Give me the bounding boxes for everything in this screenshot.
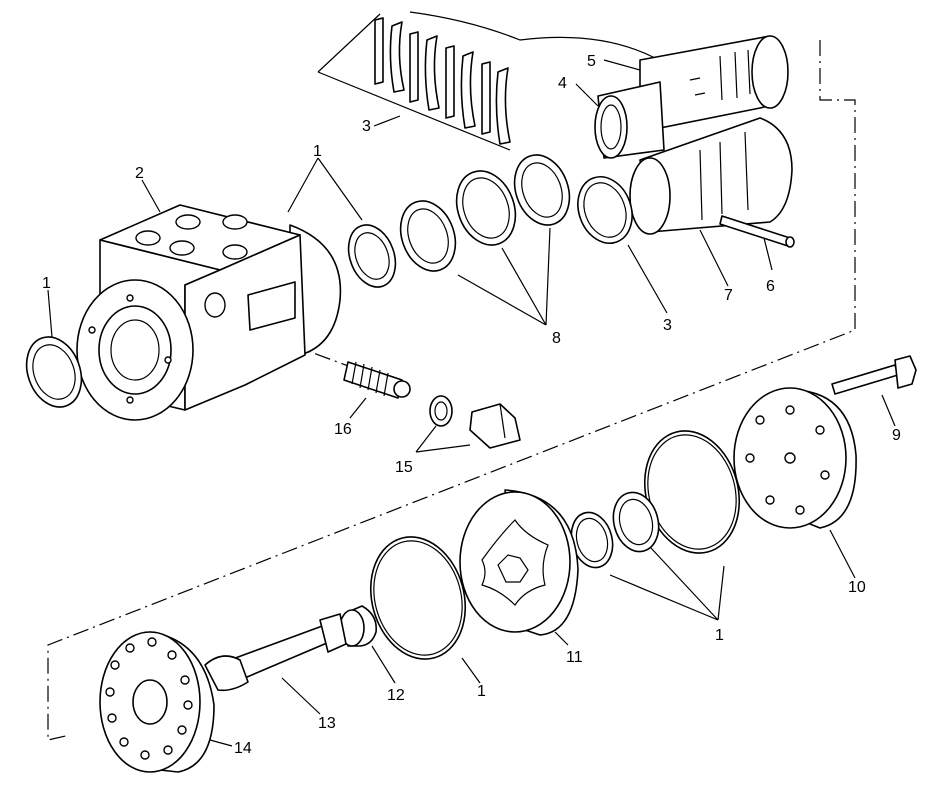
part-3-spring-set [317,11,669,151]
callout-14: 14 [234,740,252,757]
callout-4: 4 [558,75,567,92]
part-16-spring-plug [343,361,411,399]
part-4-sleeve-end [594,81,665,159]
part-13-drive-shaft [204,613,347,692]
port-hole [135,214,248,260]
callout-16: 16 [334,421,352,438]
callout-1-top: 1 [313,143,322,160]
callout-5: 5 [587,53,596,70]
part-11-gerotor [459,489,579,636]
part-10-end-cap [733,387,857,529]
callout-11: 11 [566,649,583,666]
part-1-seal-ring-bottom-right [570,430,741,569]
leader-lines [47,59,896,747]
part-1-seal-ring-mid [369,536,467,660]
part-3-ring [577,176,633,244]
callout-1-bottom-mid: 1 [477,683,486,700]
part-9-bolt [831,355,917,395]
part-5-spool [639,35,789,133]
part-8-bearing-set [399,154,571,272]
callout-13: 13 [318,715,336,732]
part-15-plug-washer [429,395,521,449]
callout-10: 10 [848,579,866,596]
part-7-sleeve [629,117,793,235]
part-14-wear-plate [99,631,215,773]
callout-8: 8 [552,330,561,347]
part-1-seal-ring-top [347,224,397,288]
callout-3-right: 3 [663,317,672,334]
callout-1-bottom-right: 1 [715,627,724,644]
callout-1-left: 1 [42,275,51,292]
part-1-seal-ring-left [25,336,83,408]
part-6-pin [719,215,795,248]
callout-3-top: 3 [362,118,371,135]
callout-9: 9 [892,427,901,444]
callout-2: 2 [135,165,144,182]
callout-7: 7 [724,287,733,304]
spring-leaf [374,17,511,145]
callout-labels: 1 1 2 3 4 5 3 7 6 8 9 10 11 1 1 12 13 14… [42,53,901,757]
callout-6: 6 [766,278,775,295]
callout-12: 12 [387,687,405,704]
callout-15: 15 [395,459,413,476]
part-2-housing [76,204,342,421]
